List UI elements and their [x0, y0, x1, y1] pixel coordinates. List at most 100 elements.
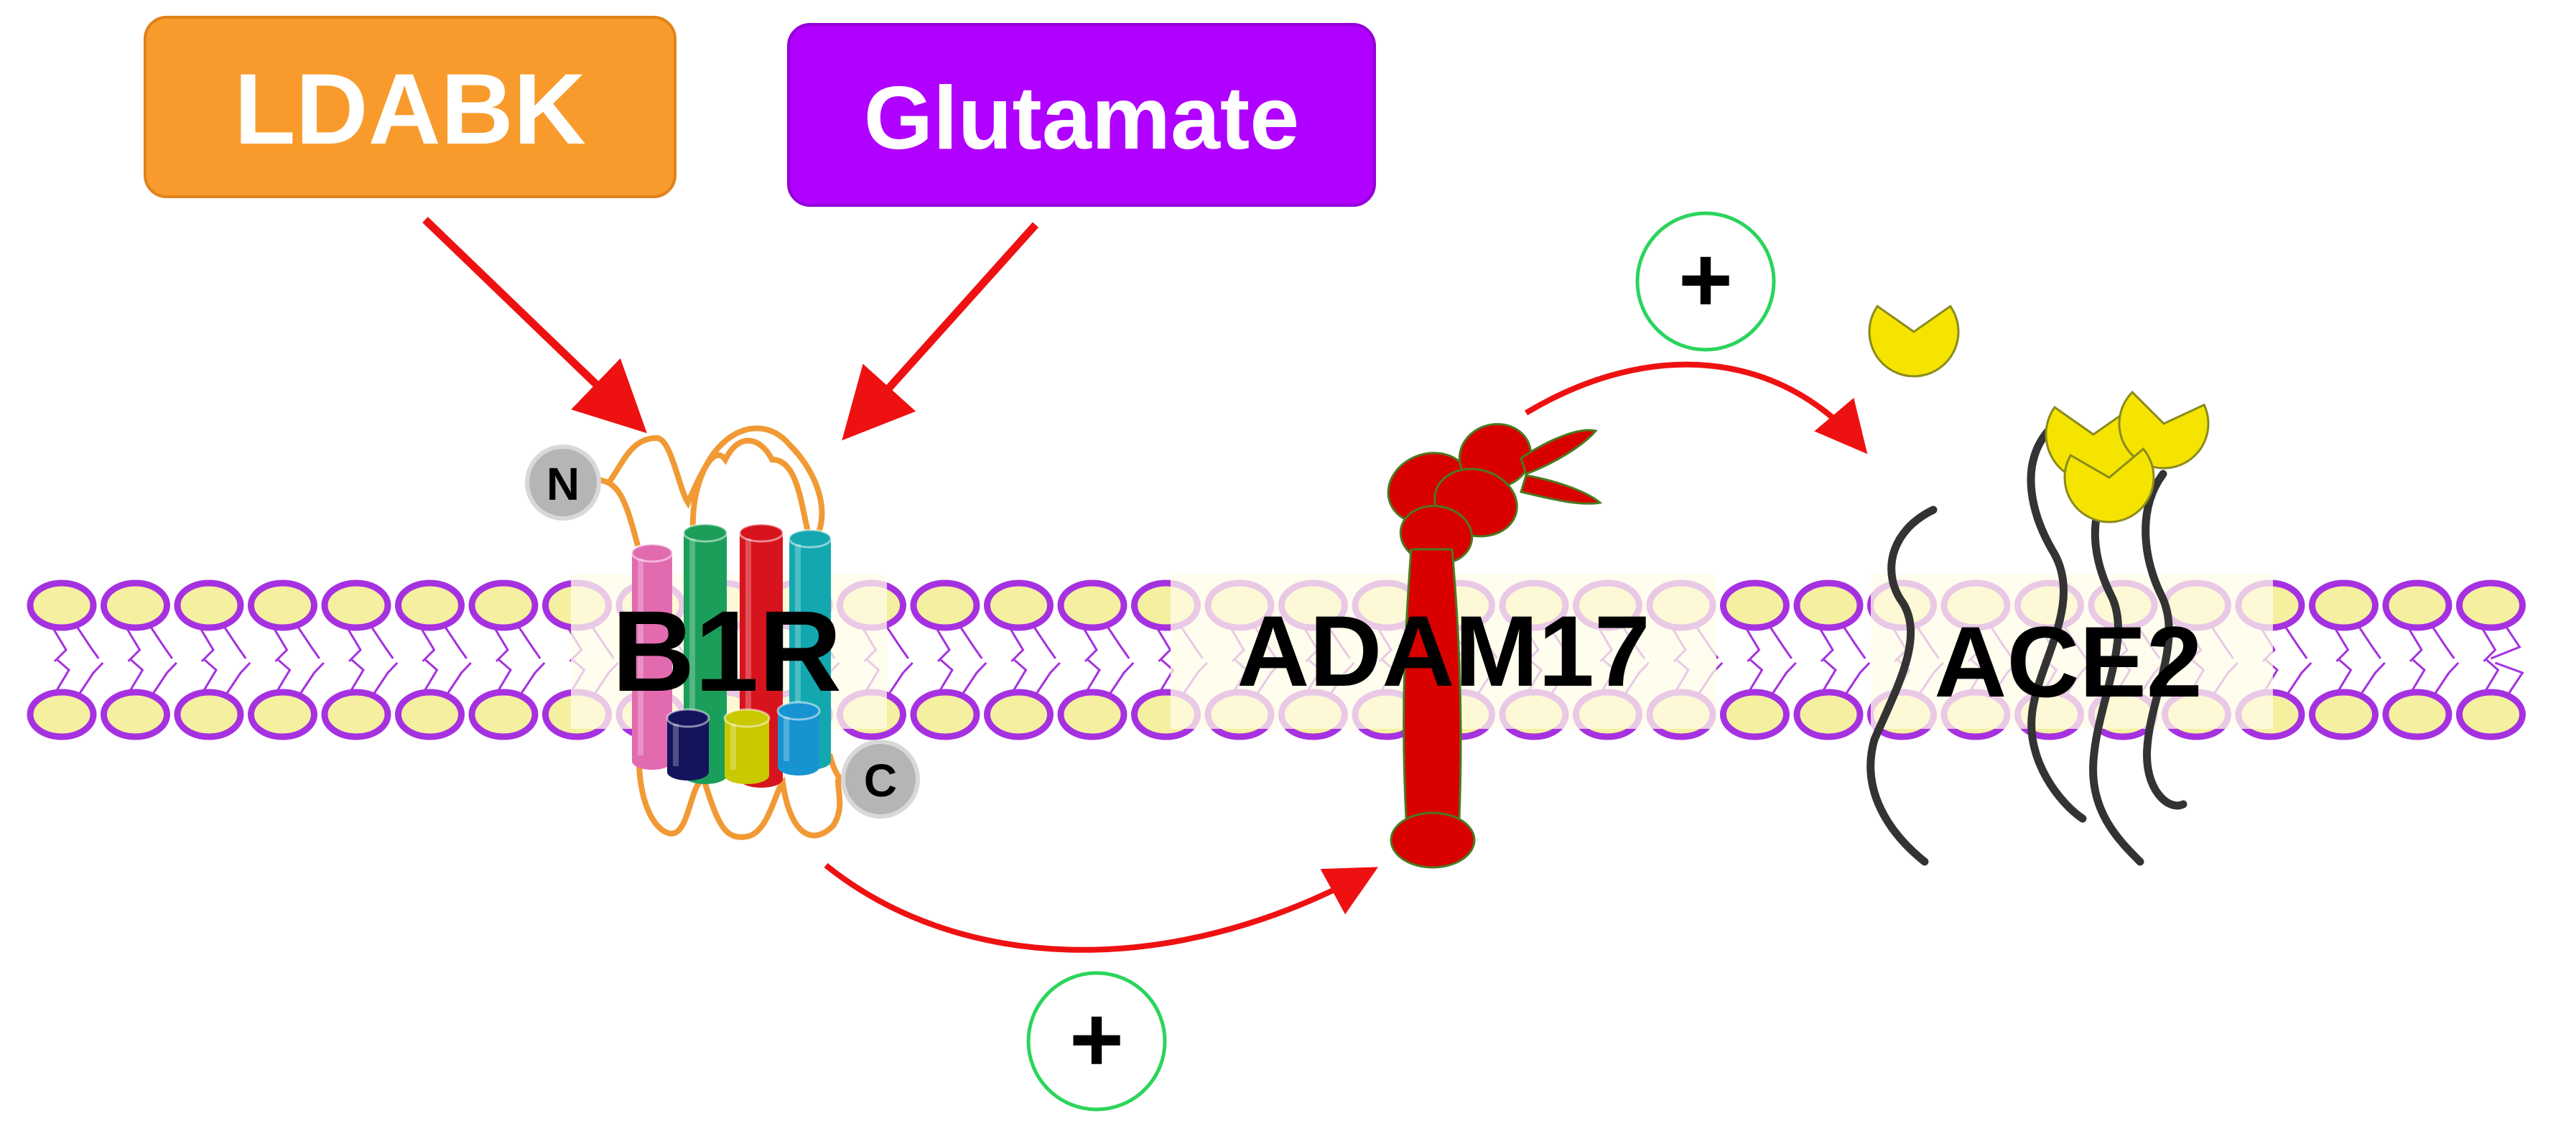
n-terminus-badge: N	[525, 444, 601, 521]
lipid-tail	[296, 661, 325, 699]
ace2-chain-2	[2027, 427, 2087, 823]
ace2-chain-1	[1866, 506, 1938, 866]
helix-top-cap	[776, 701, 821, 721]
lipid-head-bottom	[101, 689, 170, 740]
lipid-tail	[2490, 620, 2521, 660]
receptor-loops	[606, 434, 811, 532]
lipid-head-bottom	[910, 689, 980, 740]
lipid-head-bottom	[1793, 689, 1864, 740]
lipid-tail	[416, 620, 436, 663]
lipid-tail	[1765, 620, 1792, 659]
lipid-tail	[1817, 658, 1837, 699]
lipid-tail	[72, 620, 100, 659]
glutamate-to-b1r-arrow	[842, 222, 1039, 441]
lipid-head-bottom	[1057, 689, 1127, 740]
lipid-tail	[2357, 661, 2386, 699]
lipid-tail	[2406, 658, 2426, 699]
ace2-protein	[1866, 304, 2210, 866]
helix-top-cap	[666, 708, 710, 728]
lipid-tail	[1152, 620, 1172, 663]
lipid-tail	[124, 658, 144, 699]
lipid-head-bottom	[27, 689, 97, 740]
lipid-head-bottom	[984, 689, 1054, 740]
lipid-tail	[121, 620, 141, 663]
helix-bottom-cap	[778, 758, 819, 776]
helix-bottom-cap	[632, 753, 672, 770]
lipid-tail	[443, 661, 472, 699]
helix-top-cap	[682, 523, 728, 543]
lipid-tail	[516, 661, 546, 699]
lipid-head-bottom	[1720, 689, 1790, 740]
helix-top-cap	[788, 529, 832, 549]
glutamate-label: Glutamate	[864, 69, 1299, 168]
lipid-head-top	[174, 579, 244, 631]
lipid-head-top	[27, 579, 97, 631]
lipid-tail	[219, 620, 247, 659]
b1r-label: B1R	[612, 587, 842, 715]
ace2-chain-4	[2142, 470, 2187, 810]
adam17-to-ace2-arrow	[1524, 361, 1868, 455]
lipid-tail	[958, 661, 987, 699]
lipid-tail	[1841, 661, 1871, 699]
lipid-tail	[1032, 661, 1061, 699]
lipid-tail	[440, 620, 468, 659]
ace2-label-band	[1871, 574, 2273, 729]
adam17-base	[1390, 811, 1476, 869]
lipid-tail	[149, 661, 177, 699]
lipid-tail	[2430, 661, 2460, 699]
lipid-tail	[1005, 620, 1025, 663]
plus-icon: +	[1678, 227, 1733, 332]
lipid-tail	[2330, 620, 2350, 663]
lipid-tail	[269, 620, 289, 663]
b1r-receptor	[595, 425, 870, 840]
lipid-tail	[75, 661, 104, 699]
lipid-tail	[2354, 620, 2381, 659]
lipid-head-top	[1057, 579, 1127, 631]
lipid-tail	[2427, 620, 2455, 659]
lipid-head-bottom	[468, 689, 539, 740]
lipid-tail	[1029, 620, 1056, 659]
lipid-tail	[955, 620, 983, 659]
lipid-tail	[2480, 658, 2500, 699]
helix-top-cap	[738, 523, 784, 543]
helix-5	[666, 708, 710, 781]
lipid-tail	[2280, 620, 2308, 659]
lipid-head-top	[321, 579, 391, 631]
c-terminus-badge: C	[841, 740, 920, 819]
lipid-head-bottom	[248, 689, 317, 740]
lipid-tail	[50, 658, 70, 699]
helix-7	[776, 701, 821, 776]
lipid-tail	[1008, 658, 1028, 699]
lipid-tail	[1814, 620, 1834, 663]
lipid-tail	[934, 658, 954, 699]
lipid-tail	[345, 658, 365, 699]
n-terminus-label: N	[547, 458, 580, 510]
lipid-tail	[1741, 620, 1761, 663]
glutamate-box: Glutamate	[787, 23, 1376, 207]
lipid-tail	[2477, 620, 2497, 663]
lipid-tail	[366, 620, 394, 659]
lipid-head-top	[248, 579, 317, 631]
lipid-head-top	[2456, 579, 2526, 631]
lipid-tail	[885, 661, 913, 699]
helix-highlight	[638, 559, 643, 755]
lipid-head-bottom	[174, 689, 244, 740]
lipid-tail	[1078, 620, 1098, 663]
ldabk-label: LDABK	[234, 52, 586, 165]
ace2-label: ACE2	[1934, 605, 2202, 718]
helix-highlight	[745, 539, 751, 773]
lipid-tail	[1081, 658, 1101, 699]
lipid-tail	[882, 620, 909, 659]
lipid-tail	[146, 620, 173, 659]
lipid-head-bottom	[2456, 689, 2526, 740]
lipid-head-top	[2382, 579, 2452, 631]
lipid-tail	[1744, 658, 1764, 699]
b1r-label-band	[571, 574, 887, 729]
lipid-tail	[369, 661, 399, 699]
ldabk-box: LDABK	[144, 16, 676, 198]
lipid-head-top	[395, 579, 465, 631]
adam17-label: ADAM17	[1237, 595, 1650, 707]
adam17-arm-lower	[1520, 474, 1603, 505]
